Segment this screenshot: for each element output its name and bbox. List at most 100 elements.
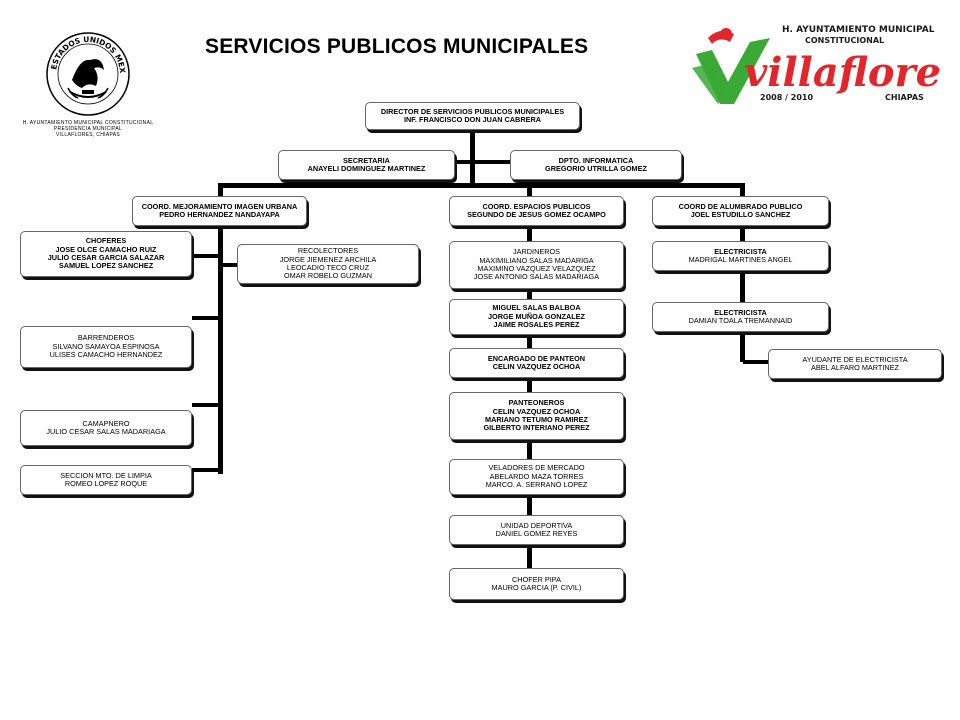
connector: [743, 360, 769, 364]
recolectores-box: RECOLECTORES JORGE JIEMENEZ ARCHILA LEOC…: [237, 244, 419, 284]
box-line: JOSE OLCE CAMACHO RUIZ: [55, 244, 157, 254]
box-line: DAMIAN TOALA TREMANNAID: [688, 316, 793, 325]
seal-caption: H. AYUNTAMIENTO MUNICIPAL CONSTITUCIONAL…: [18, 120, 158, 138]
barrenderos-box: BARRENDEROS SILVANO SAMAYOA ESPINOSA ULI…: [20, 326, 192, 368]
coord-name: SEGUNDO DE JESUS GOMEZ OCAMPO: [467, 210, 606, 219]
coord-name: PEDRO HERNANDEZ NANDAYAPA: [159, 210, 280, 219]
deportiva-box: UNIDAD DEPORTIVA DANIEL GOMEZ REYES: [449, 515, 624, 545]
box-line: SECCION MTO. DE LIMPIA: [60, 470, 152, 480]
box-line: JULIO CESAR SALAS MADARIAGA: [46, 427, 166, 436]
box-line: JAIME ROSALES PEREZ: [493, 320, 580, 330]
informatica-box: DPTO. INFORMATICA GREGORIO UTRILLA GOMEZ: [510, 150, 682, 180]
box-line: JARDINEROS: [512, 247, 561, 257]
box-line: ULISES CAMACHO HERNANDEZ: [49, 350, 163, 360]
connector: [527, 183, 532, 201]
box-line: JORGE JIEMENEZ ARCHILA: [279, 254, 377, 264]
connector: [218, 183, 223, 201]
electricista-1-box: ELECTRICISTA MADRIGAL MARTINES ANGEL: [652, 241, 829, 271]
limpia-box: SECCION MTO. DE LIMPIA ROMEO LOPEZ ROQUE: [20, 465, 192, 495]
director-name: INF. FRANCISCO DON JUAN CABRERA: [403, 115, 542, 124]
coord-title: COORD. ESPACIOS PUBLICOS: [482, 201, 591, 211]
connector: [192, 403, 220, 407]
box-line: MAURO GARCIA (P. CIVIL): [491, 583, 582, 592]
connector: [192, 254, 220, 258]
box-line: CHOFER PIPA: [512, 574, 561, 584]
box-line: RECOLECTORES: [297, 246, 359, 256]
box-line: ENCARGADO DE PANTEON: [487, 353, 586, 363]
seal-caption-line: VILLAFLORES, CHIAPAS: [56, 132, 120, 138]
ayudante-electricista-box: AYUDANTE DE ELECTRICISTA ABEL ALFARO MAR…: [768, 349, 942, 379]
panteoneros-box: PANTEONEROS CELIN VAZQUEZ OCHOA MARIANO …: [449, 392, 624, 440]
box-line: LEOCADIO TECO CRUZ: [286, 263, 370, 272]
connector: [740, 224, 745, 362]
box-line: ABEL ALFARO MARTINEZ: [811, 363, 899, 372]
box-line: CELIN VAZQUEZ OCHOA: [492, 362, 581, 371]
villaflores-logo: H. AYUNTAMIENTO MUNICIPAL CONSTITUCIONAL…: [690, 20, 960, 110]
secretaria-name: ANAYELI DOMINGUEZ MARTINEZ: [307, 164, 426, 173]
box-line: MARCO. A. SERRANO LOPEZ: [485, 480, 588, 490]
box-line: OMAR ROBELO GUZMAN: [284, 271, 372, 281]
box-line: MADRIGAL MARTINES ANGEL: [688, 255, 793, 264]
box-line: ROMEO LOPEZ ROQUE: [64, 479, 148, 488]
logo-line1: H. AYUNTAMIENTO MUNICIPAL: [782, 25, 935, 35]
director-box: DIRECTOR DE SERVICIOS PUBLICOS MUNICIPAL…: [365, 102, 580, 130]
connector: [221, 263, 239, 267]
choferes-box: CHOFERES JOSE OLCE CAMACHO RUIZ JULIO CE…: [20, 231, 192, 277]
logo-name: villaflores: [744, 49, 940, 96]
box-line: ELECTRICISTA: [714, 307, 767, 317]
box-line: MAXIMILIANO SALAS MADARIGA: [479, 255, 594, 265]
camapnero-box: CAMAPNERO JULIO CESAR SALAS MADARIAGA: [20, 410, 192, 446]
jardineros-box: JARDINEROS MAXIMILIANO SALAS MADARIGA MA…: [449, 241, 624, 289]
box-line: PANTEONEROS: [508, 398, 565, 408]
connector: [218, 183, 745, 188]
seal-caption-line: PRESIDENCIA MUNICIPAL: [53, 126, 123, 132]
informatica-title: DPTO. INFORMATICA: [558, 155, 634, 165]
box-line: AYUDANTE DE ELECTRICISTA: [802, 354, 908, 364]
logo-period: 2008 / 2010: [760, 93, 813, 102]
box-line: CELIN VAZQUEZ OCHOA: [492, 406, 581, 416]
box-line: CHOFERES: [85, 236, 127, 246]
coord-title: COORD. MEJORAMIENTO IMAGEN URBANA: [141, 201, 298, 211]
seal-caption-line: H. AYUNTAMIENTO MUNICIPAL CONSTITUCIONAL: [22, 120, 154, 126]
coat-of-arms-seal: ESTADOS UNIDOS MEXICANOS: [39, 23, 134, 118]
box-line: DANIEL GOMEZ REYES: [495, 529, 578, 538]
coord-alumbrado-box: COORD DE ALUMBRADO PUBLICO JOEL ESTUDILL…: [652, 196, 829, 226]
coord-imagen-urbana-box: COORD. MEJORAMIENTO IMAGEN URBANA PEDRO …: [132, 196, 307, 226]
box-line: VELADORES DE MERCADO: [488, 463, 585, 473]
grupo-espacios-box: MIGUEL SALAS BALBOA JORGE MUÑOA GONZALEZ…: [449, 299, 624, 335]
director-title: DIRECTOR DE SERVICIOS PUBLICOS MUNICIPAL…: [380, 106, 565, 116]
box-line: GILBERTO INTERIANO PEREZ: [483, 423, 590, 433]
connector: [740, 183, 745, 201]
box-line: SAMUEL LOPEZ SANCHEZ: [58, 261, 154, 271]
box-line: ABELARDO MAZA TORRES: [489, 471, 584, 481]
box-line: ELECTRICISTA: [714, 246, 767, 256]
coord-espacios-publicos-box: COORD. ESPACIOS PUBLICOS SEGUNDO DE JESU…: [449, 196, 624, 226]
veladores-box: VELADORES DE MERCADO ABELARDO MAZA TORRE…: [449, 459, 624, 495]
informatica-name: GREGORIO UTRILLA GOMEZ: [545, 164, 647, 173]
panteon-box: ENCARGADO DE PANTEON CELIN VAZQUEZ OCHOA: [449, 348, 624, 378]
secretaria-box: SECRETARIA ANAYELI DOMINGUEZ MARTINEZ: [278, 150, 455, 180]
pipa-box: CHOFER PIPA MAURO GARCIA (P. CIVIL): [449, 568, 624, 600]
coord-title: COORD DE ALUMBRADO PUBLICO: [678, 201, 803, 211]
box-line: JORGE MUÑOA GONZALEZ: [487, 311, 586, 321]
logo-line2: CONSTITUCIONAL: [805, 36, 884, 45]
box-line: SILVANO SAMAYOA ESPINOSA: [52, 341, 160, 351]
box-line: MAXIMINO VAZQUEZ VELAZQUEZ: [477, 264, 596, 273]
connector: [192, 316, 220, 320]
box-line: MIGUEL SALAS BALBOA: [492, 303, 581, 313]
box-line: JULIO CESAR GARCIA SALAZAR: [47, 253, 165, 262]
logo-state: CHIAPAS: [885, 93, 924, 102]
connector: [470, 128, 475, 188]
box-line: JOSE ANTONIO SALAS MADARIAGA: [473, 272, 600, 282]
secretaria-title: SECRETARIA: [343, 155, 390, 165]
connector: [192, 468, 220, 472]
box-line: MARIANO TETUMO RAMIREZ: [485, 415, 588, 424]
page-title: SERVICIOS PUBLICOS MUNICIPALES: [205, 35, 589, 58]
coord-name: JOEL ESTUDILLO SANCHEZ: [690, 210, 791, 219]
box-line: UNIDAD DEPORTIVA: [500, 520, 573, 530]
box-line: CAMAPNERO: [82, 418, 130, 428]
box-line: BARRENDEROS: [77, 333, 135, 343]
connector: [218, 224, 223, 474]
electricista-2-box: ELECTRICISTA DAMIAN TOALA TREMANNAID: [652, 302, 829, 332]
connector: [455, 160, 510, 164]
